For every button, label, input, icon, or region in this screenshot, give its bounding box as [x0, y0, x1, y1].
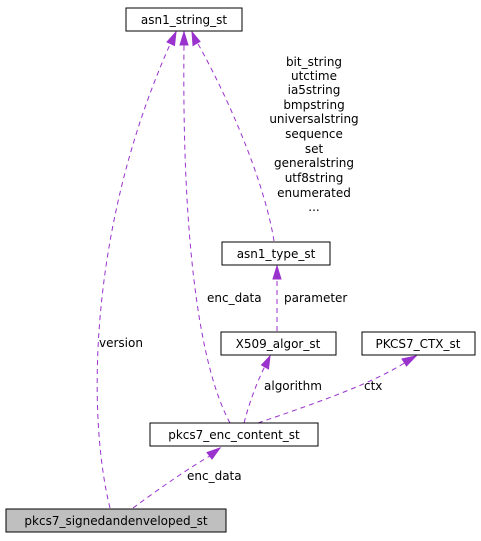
member-label: set	[305, 142, 324, 156]
member-label: enumerated	[277, 186, 351, 200]
edge-ctx: ctx	[257, 355, 418, 424]
member-label: bit_string	[286, 55, 342, 69]
member-label: sequence	[285, 127, 343, 141]
edge-enc-data-content-arrowhead	[179, 30, 189, 46]
node-label: asn1_type_st	[237, 247, 316, 261]
edge-parameter: parameter	[272, 264, 347, 331]
edge-label-ctx: ctx	[364, 379, 382, 393]
node-x509-algor-st[interactable]: X509_algor_st	[220, 331, 337, 356]
edge-label-parameter: parameter	[284, 291, 347, 305]
node-label: pkcs7_enc_content_st	[168, 428, 300, 442]
node-asn1-string-st[interactable]: asn1_string_st	[125, 7, 243, 32]
member-label: ...	[308, 200, 319, 214]
node-pkcs7-ctx-st[interactable]: PKCS7_CTX_st	[361, 331, 476, 356]
member-label: generalstring	[274, 156, 354, 170]
node-label: PKCS7_CTX_st	[376, 337, 461, 351]
edge-algorithm: algorithm	[243, 354, 322, 424]
edge-label-version: version	[99, 336, 143, 350]
member-label: utf8string	[285, 171, 344, 185]
node-pkcs7-signedandenveloped-st[interactable]: pkcs7_signedandenveloped_st	[5, 508, 227, 533]
edge-enc-data-signedandenveloped-arrowhead	[206, 447, 222, 460]
node-label: asn1_string_st	[141, 13, 228, 27]
edge-label-enc-data-signedandenveloped: enc_data	[187, 469, 242, 483]
node-label: X509_algor_st	[236, 337, 321, 351]
member-label: utctime	[291, 69, 337, 83]
edge-parameter-arrowhead	[272, 264, 282, 280]
edge-enc-data-content: enc_data	[179, 30, 262, 424]
edge-label-type-members: bit_string utctime ia5string bmpstring u…	[269, 55, 358, 214]
edge-type-members: bit_string utctime ia5string bmpstring u…	[191, 30, 359, 242]
member-label: bmpstring	[283, 98, 344, 112]
edge-label-algorithm: algorithm	[264, 379, 322, 393]
edge-ctx-arrowhead	[401, 355, 418, 367]
edge-algorithm-arrowhead	[260, 354, 271, 370]
edge-label-enc-data-content: enc_data	[207, 291, 262, 305]
member-label: ia5string	[288, 83, 341, 97]
edge-type-members-arrowhead	[191, 30, 201, 47]
member-label: universalstring	[269, 112, 358, 126]
edge-version-arrowhead	[166, 30, 177, 47]
node-label: pkcs7_signedandenveloped_st	[24, 514, 207, 528]
node-asn1-type-st[interactable]: asn1_type_st	[221, 241, 331, 266]
edge-version: version	[96, 30, 177, 509]
edge-enc-data-signedandenveloped: enc_data	[132, 447, 242, 509]
node-pkcs7-enc-content-st[interactable]: pkcs7_enc_content_st	[149, 422, 319, 447]
